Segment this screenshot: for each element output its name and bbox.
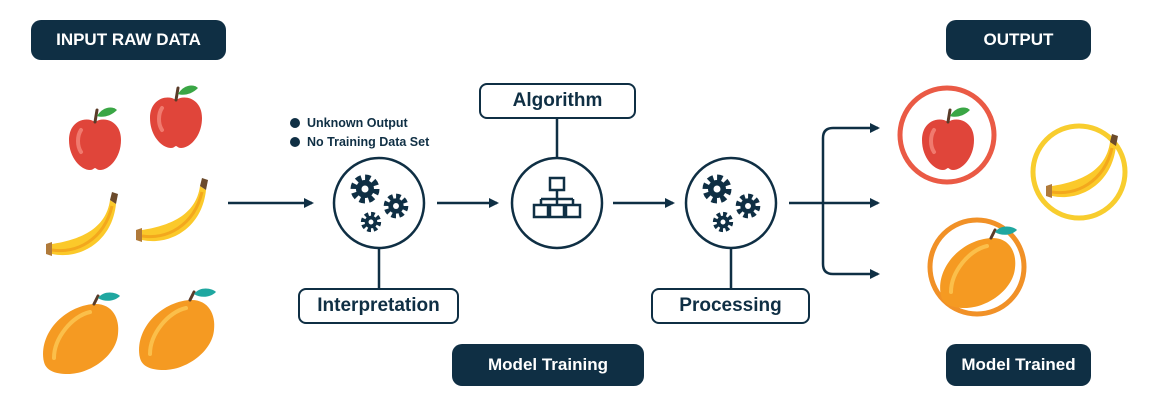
output-label: OUTPUT — [946, 20, 1091, 60]
interpretation-node — [332, 156, 426, 250]
algorithm-box: Algorithm — [479, 83, 636, 119]
bullet-icon — [290, 118, 300, 128]
mango-icon — [137, 286, 218, 372]
mango-icon — [41, 290, 122, 376]
apple-icon — [148, 83, 204, 150]
input-raw-data-label: INPUT RAW DATA — [31, 20, 226, 60]
interpretation-box: Interpretation — [298, 288, 459, 324]
note-text: Unknown Output — [307, 116, 408, 130]
apple-icon — [67, 105, 123, 172]
note-unknown-output: Unknown Output — [290, 116, 408, 130]
note-no-training-data: No Training Data Set — [290, 135, 429, 149]
hierarchy-icon — [532, 176, 582, 219]
output-apple-group — [897, 85, 997, 185]
output-mango-group — [927, 217, 1027, 317]
algorithm-node — [510, 156, 604, 250]
banana-icon — [44, 190, 120, 258]
banana-icon — [134, 176, 210, 244]
note-text: No Training Data Set — [307, 135, 430, 149]
processing-box: Processing — [651, 288, 810, 324]
output-banana-group — [1030, 123, 1128, 221]
bullet-icon — [290, 137, 300, 147]
output-branches — [789, 123, 880, 279]
model-trained-label: Model Trained — [946, 344, 1091, 386]
model-training-label: Model Training — [452, 344, 644, 386]
processing-node — [684, 156, 778, 250]
